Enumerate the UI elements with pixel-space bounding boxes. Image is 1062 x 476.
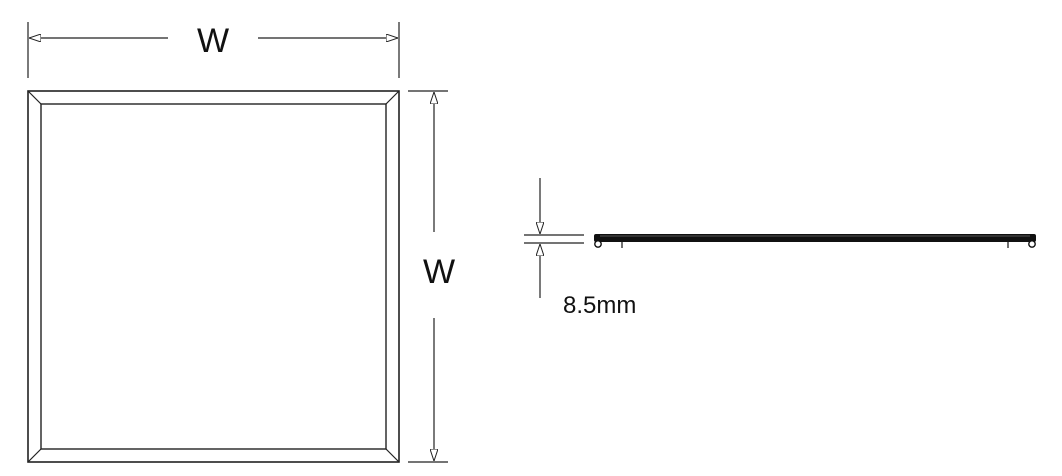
panel-front: [27, 90, 400, 463]
width-label: W: [197, 22, 229, 60]
thickness-dimension: 8.5mm: [524, 178, 636, 319]
width-dimension: W: [27, 22, 400, 78]
frame-corner-tl: [27, 90, 42, 105]
panel-profile: [594, 234, 1036, 248]
right-end-cap: [1028, 240, 1036, 248]
front-view: W W: [27, 22, 455, 463]
height-label: W: [423, 253, 455, 291]
thickness-label: 8.5mm: [563, 292, 636, 319]
side-view: 8.5mm: [524, 178, 1036, 319]
height-dimension: W: [408, 90, 455, 463]
panel-inner-frame: [40, 103, 387, 450]
frame-corner-bl: [27, 448, 42, 463]
left-end-cap: [594, 240, 602, 248]
frame-corner-br: [385, 448, 400, 463]
frame-corner-tr: [385, 90, 400, 105]
panel-profile-body: [594, 234, 1036, 242]
panel-outer-frame: [27, 90, 400, 463]
